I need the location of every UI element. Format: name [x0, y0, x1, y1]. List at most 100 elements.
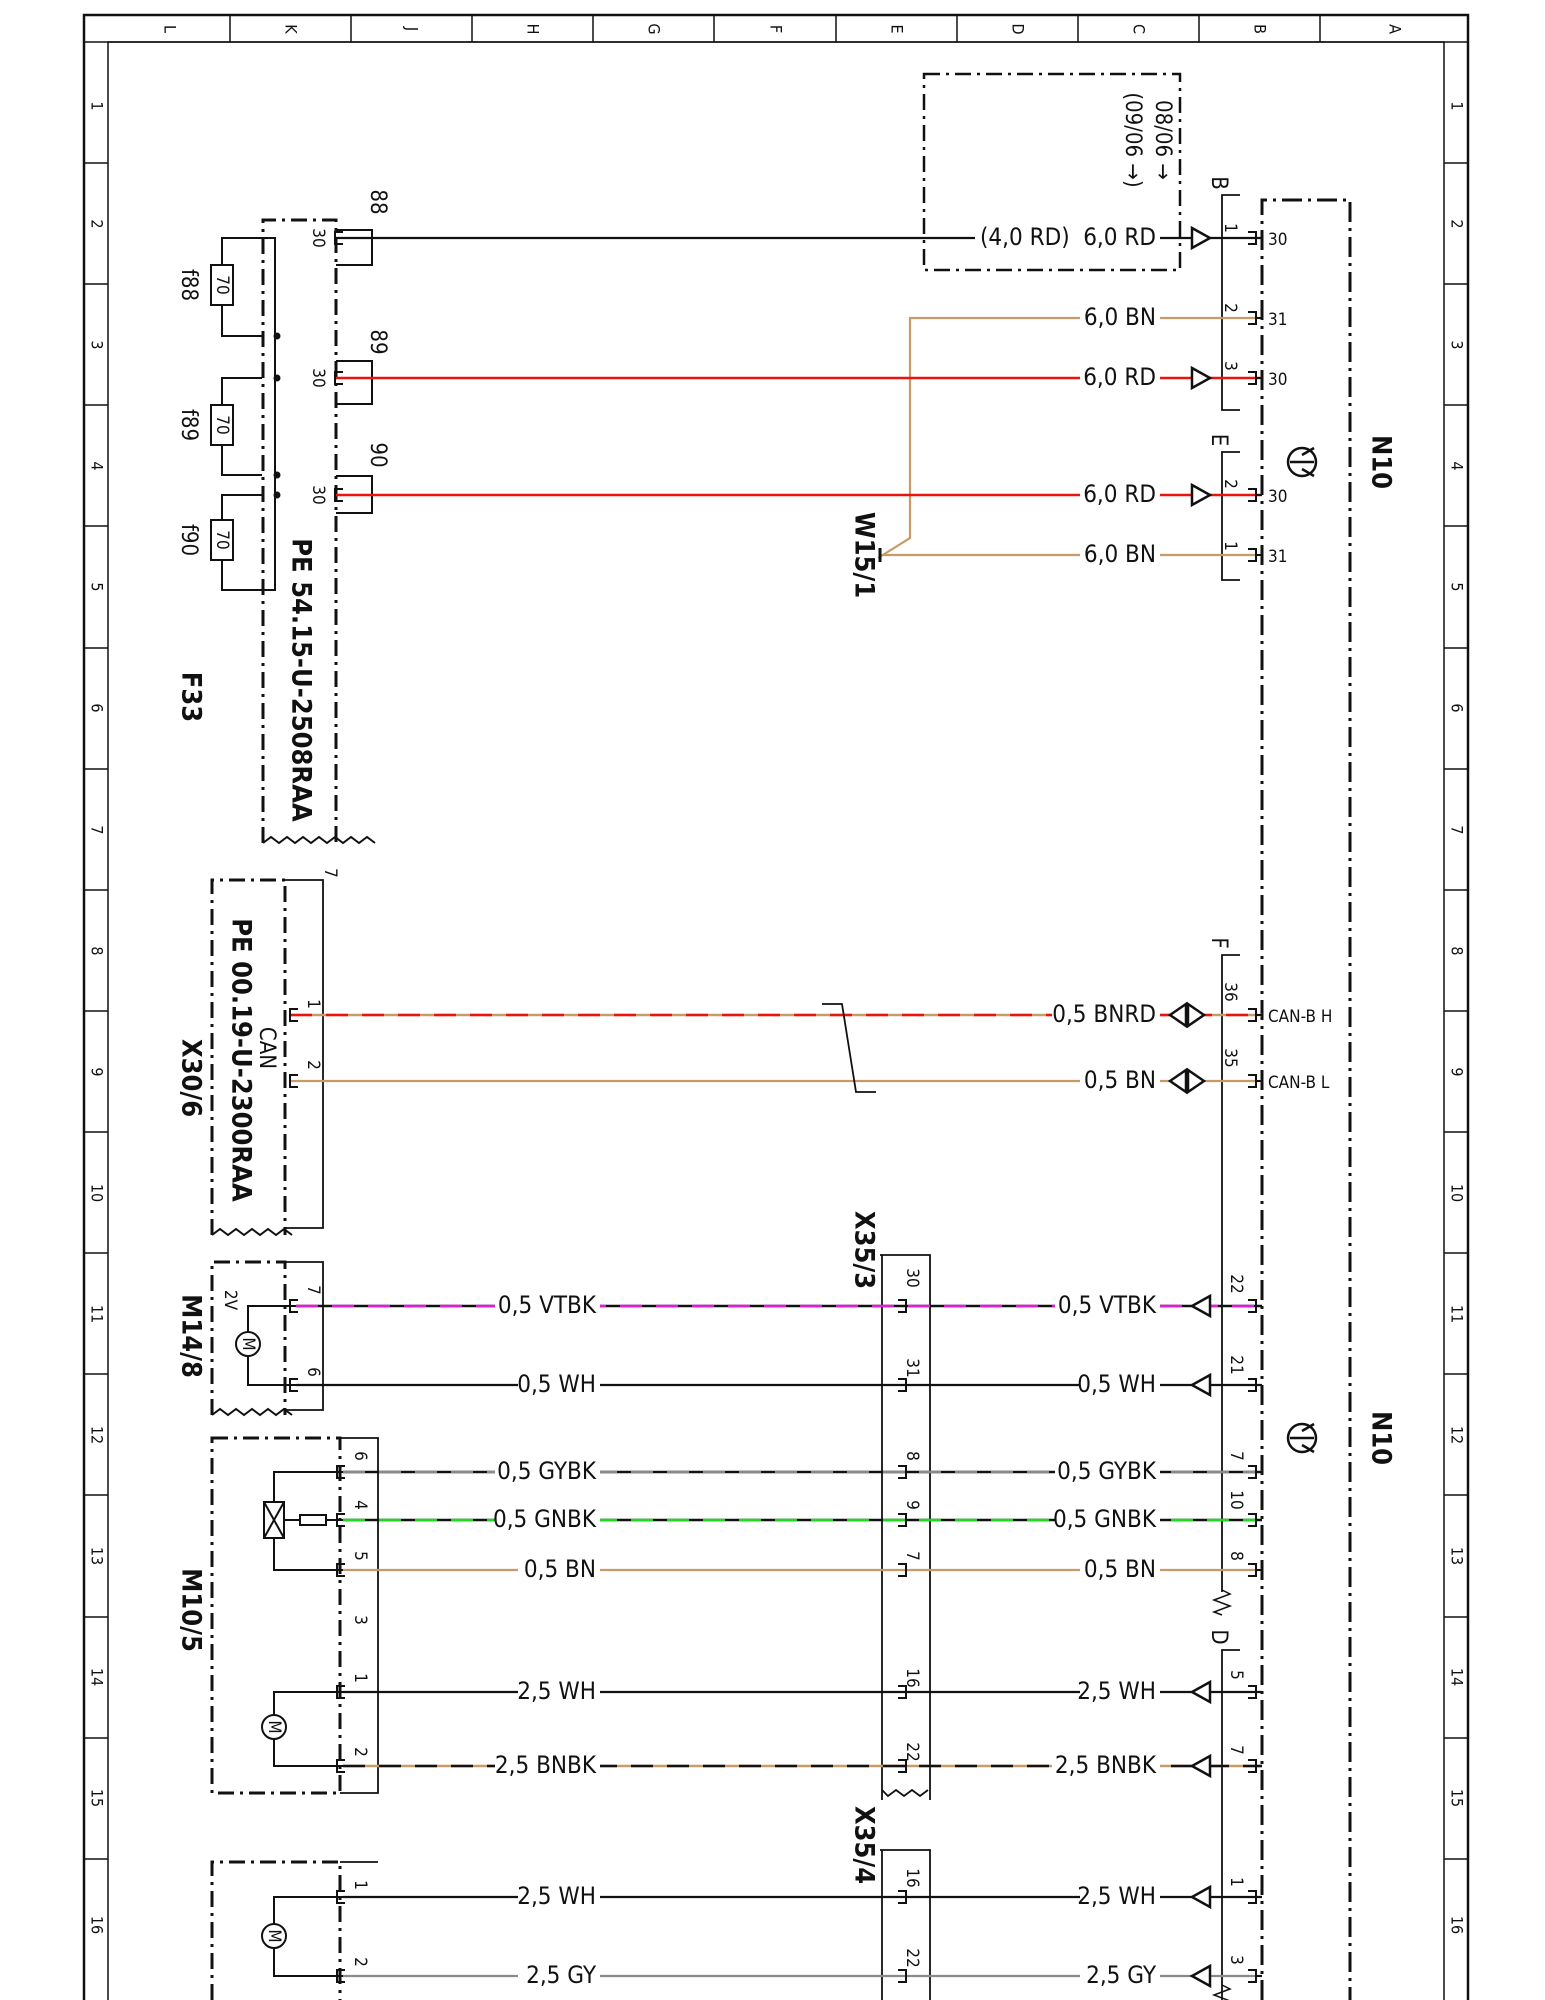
- out-arrow-icon: [1190, 225, 1213, 251]
- in-arrow-icon: [1189, 1753, 1212, 1779]
- connector-d-label: D: [1206, 1629, 1231, 1644]
- pin-number: 16: [902, 1668, 922, 1687]
- twisted-pair-mark: [822, 1003, 876, 1093]
- grid-row-label: 3: [1448, 340, 1467, 349]
- terminal-number: 30: [1268, 230, 1287, 250]
- wire-label: 0,5 GNBK: [1053, 1505, 1157, 1533]
- motor-icon: M: [261, 1691, 343, 1767]
- grid-col-label: F: [767, 25, 786, 33]
- grid-row-label: 10: [88, 1184, 107, 1202]
- pin-number: 36: [1220, 982, 1240, 1001]
- grid-row-label: 15: [1448, 1789, 1467, 1807]
- pin-number: 30: [308, 485, 328, 504]
- terminal-number: 30: [1268, 370, 1287, 390]
- fuse-label: f89: [176, 409, 201, 441]
- grid-row-label: 5: [88, 582, 107, 591]
- pin-number: 22: [902, 1948, 922, 1967]
- grid-row-label: 9: [1448, 1067, 1467, 1076]
- actuator-icon: [263, 1471, 343, 1571]
- grid-col-label: D: [1009, 23, 1028, 34]
- bidir-arrow-icon: [1167, 1001, 1207, 1029]
- grid-row-label: 12: [1448, 1426, 1467, 1444]
- wire-label: (4,0 RD): [980, 223, 1070, 251]
- grid-col-label: G: [645, 23, 664, 34]
- wire-label: 0,5 GNBK: [493, 1505, 597, 1533]
- in-arrow-icon: [1189, 1963, 1212, 1989]
- wire-label: 0,5 BN: [524, 1555, 596, 1583]
- pin-contacts: [289, 231, 1262, 1983]
- n10-label: N10: [1366, 1411, 1397, 1465]
- pin-number: 1: [350, 1880, 370, 1890]
- out-arrow-icon: [1190, 365, 1213, 391]
- m10-5-label: M10/5: [176, 1568, 207, 1652]
- grid-row-label: 6: [88, 703, 107, 712]
- pin-number: 31: [902, 1358, 922, 1377]
- grid-row-label: 11: [88, 1305, 107, 1323]
- connector-f: F: [1206, 937, 1240, 1592]
- motor-m14-8: M14/8 2V M 7 6: [176, 1260, 324, 1417]
- pin-number: 10: [1226, 1490, 1246, 1509]
- motor-m10-5: M10/5 M 6 4 5 3 1 2: [176, 1436, 379, 1795]
- variant-text: 08/06 →: [1150, 100, 1175, 180]
- pin-number: 3: [350, 1615, 370, 1625]
- wire-label: 0,5 VTBK: [1058, 1291, 1157, 1319]
- pin-number: 2: [350, 1957, 370, 1967]
- sheet-frame: L K J H G F E D C B A 1 2 3 4 5 6 7 8 9 …: [82, 13, 1470, 2000]
- pin-number: 4: [350, 1500, 370, 1510]
- grid-row-label: 16: [1448, 1916, 1467, 1934]
- motor-symbol-letter: M: [264, 1720, 284, 1733]
- wire-label: 2,5 WH: [517, 1882, 596, 1910]
- terminal-number: 30: [1268, 487, 1287, 507]
- motor-icon: M: [261, 1896, 343, 1977]
- pin-number: 2: [350, 1747, 370, 1757]
- motor-icon: M: [235, 1305, 296, 1386]
- grid-row-label: 7: [88, 825, 107, 834]
- pin-number: 22: [1226, 1274, 1246, 1293]
- label-backgrounds: [495, 225, 1160, 1989]
- terminal-number: 31: [1268, 310, 1287, 330]
- x35-4-label: X35/4: [849, 1806, 880, 1884]
- grid-col-label: J: [403, 26, 422, 31]
- motor-symbol-letter: M: [238, 1337, 258, 1350]
- fuse-f89: 70 f89: [176, 377, 262, 476]
- wire-label: 0,5 BN: [1084, 1555, 1156, 1583]
- wire-labels: (4,0 RD) 6,0 RD 6,0 BN 6,0 RD 6,0 RD 6,0…: [493, 223, 1157, 1989]
- pin-number: 2: [1220, 303, 1240, 313]
- grid-col-label: E: [888, 24, 907, 33]
- grid-row-label: 10: [1448, 1184, 1467, 1202]
- wire-label: 0,5 BN: [1084, 1066, 1156, 1094]
- x30-6-label: X30/6: [176, 1039, 207, 1117]
- can-distributor-x30-6: 7 X30/6 PE 00.19-U-2300RAA CAN 1 2: [176, 868, 340, 1237]
- wire-label: 2,5 WH: [1077, 1882, 1156, 1910]
- wire-label: 0,5 GYBK: [1057, 1457, 1157, 1485]
- pin-number: 8: [902, 1451, 922, 1461]
- grid-row-label: 7: [1448, 825, 1467, 834]
- out-arrow-icon: [1190, 482, 1213, 508]
- wire-label: 6,0 RD: [1083, 480, 1156, 508]
- variant-text: (09/06 →): [1120, 92, 1145, 187]
- pin-number: 35: [1220, 1048, 1240, 1067]
- wire-label: 0,5 WH: [517, 1370, 596, 1398]
- grid-row-label: 6: [1448, 703, 1467, 712]
- n10-pin-labels: 1 2 3 30 31 30 2 1 30 31 36 35 CAN-B H C…: [1220, 223, 1332, 1965]
- n10-label: N10: [1366, 435, 1397, 489]
- wire-label: 0,5 GYBK: [497, 1457, 597, 1485]
- pin-number: 16: [902, 1868, 922, 1887]
- connector-b: B: [1206, 176, 1240, 411]
- motor-lower: M 1 2: [210, 1860, 378, 2000]
- grid-row-label: 4: [88, 461, 107, 470]
- f33-label: F33: [176, 672, 207, 722]
- fuse-rating: 70: [212, 530, 232, 549]
- grid-row-label: 4: [1448, 461, 1467, 470]
- pin-number: 5: [1226, 1670, 1246, 1680]
- wire-label: 6,0 BN: [1084, 540, 1156, 568]
- pin-number: 30: [308, 368, 328, 387]
- wire-label: 6,0 RD: [1083, 223, 1156, 251]
- pin-number: 7: [303, 1285, 323, 1295]
- grid-row-label: 14: [88, 1668, 107, 1686]
- fuse-box-f33: F33 PE 54.15-U-2508RAA 70 f88 70 f89 70 …: [176, 189, 390, 845]
- pin-number: 2: [1220, 479, 1240, 489]
- connector-break-mark: [1211, 1589, 1233, 1616]
- n10-control-unit: N10 N10: [1260, 198, 1397, 2000]
- pin-number: 1: [350, 1673, 370, 1683]
